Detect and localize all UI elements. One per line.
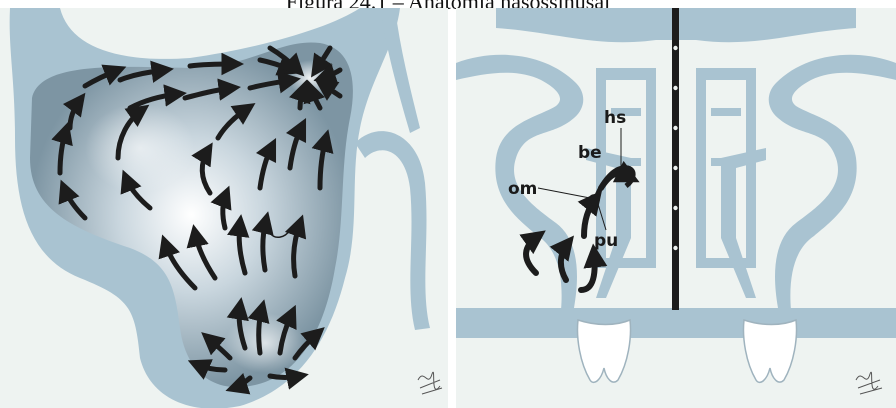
label-om: om xyxy=(508,179,537,199)
nasal-septum xyxy=(672,8,679,310)
nasal-coronal-section-panel: hs be om pu xyxy=(456,8,896,408)
label-pu: pu xyxy=(594,231,618,251)
label-hs: hs xyxy=(604,108,626,128)
flow-arrow xyxy=(270,376,300,378)
cavity-highlight-upper xyxy=(85,103,195,193)
maxillary-sinus-flow-panel xyxy=(0,8,448,408)
label-be: be xyxy=(578,143,602,163)
flow-arrow xyxy=(190,64,235,66)
